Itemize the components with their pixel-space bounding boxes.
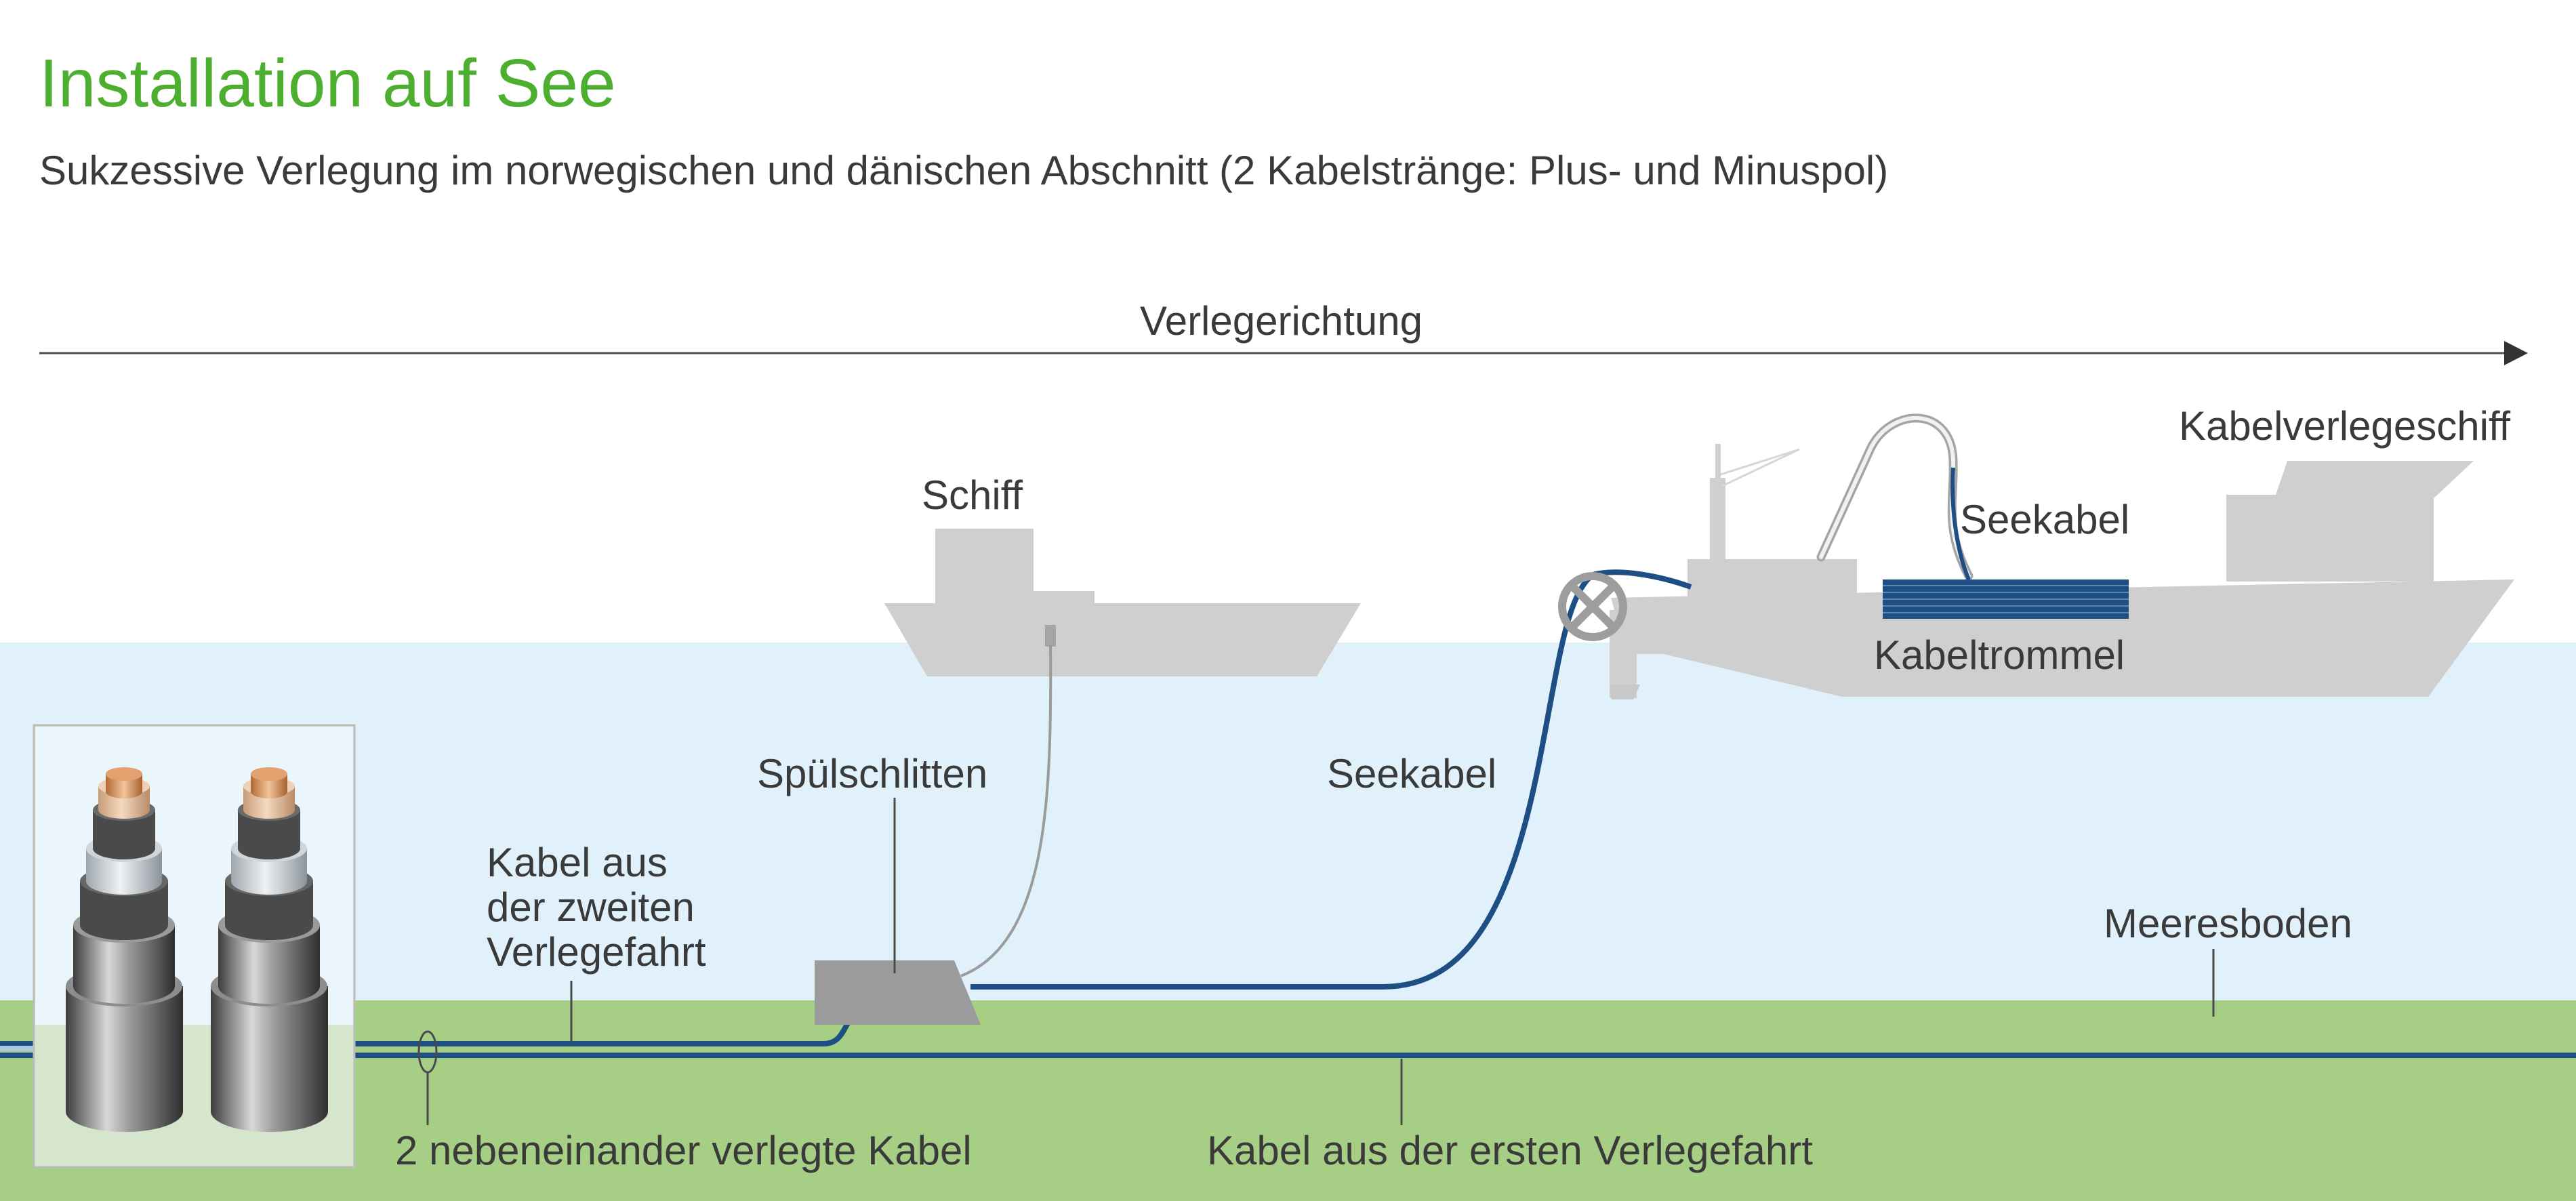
- cable-laying-ship: [1610, 444, 2514, 699]
- cable-cross-section-icon: [33, 724, 356, 1168]
- label-kabeltrommel: Kabeltrommel: [1874, 632, 2125, 678]
- cable-drum: [1883, 579, 2129, 619]
- label-kabelverlegeschiff: Kabelverlegeschiff: [2179, 403, 2511, 449]
- label-schiff: Schiff: [922, 472, 1023, 518]
- label-spuelschlitten: Spülschlitten: [757, 751, 987, 796]
- label-two-cables: 2 nebeneinander verlegte Kabel: [395, 1128, 972, 1173]
- label-first-run: Kabel aus der ersten Verlegefahrt: [1207, 1128, 1813, 1173]
- page-subtitle: Sukzessive Verlegung im norwegischen und…: [39, 148, 1888, 193]
- tow-line: [960, 645, 1052, 977]
- cable-wheel-icon: [1558, 572, 1627, 641]
- crane-cable-outline: [1816, 413, 1974, 581]
- page-title: Installation auf See: [39, 45, 616, 121]
- direction-arrow-head: [2504, 341, 2528, 365]
- label-seekabel-water: Seekabel: [1327, 751, 1496, 796]
- label-meeresboden: Meeresboden: [2104, 901, 2352, 946]
- flushing-sled: [815, 960, 981, 1025]
- label-seekabel-ship: Seekabel: [1960, 497, 2129, 542]
- label-second-run-line1: Kabel aus: [487, 840, 668, 885]
- support-ship: [884, 529, 1361, 676]
- direction-label: Verlegerichtung: [1140, 298, 1423, 344]
- label-second-run-line2: der zweiten: [487, 884, 695, 930]
- drum-to-crane-cable: [1950, 467, 1971, 581]
- seabed-area: [0, 1000, 2576, 1201]
- sea-cable: [970, 572, 1595, 990]
- label-second-run-line3: Verlegefahrt: [487, 929, 706, 975]
- deck-cable: [1592, 569, 1692, 590]
- water-area: [0, 643, 2576, 1003]
- crane-cable: [1819, 416, 1971, 578]
